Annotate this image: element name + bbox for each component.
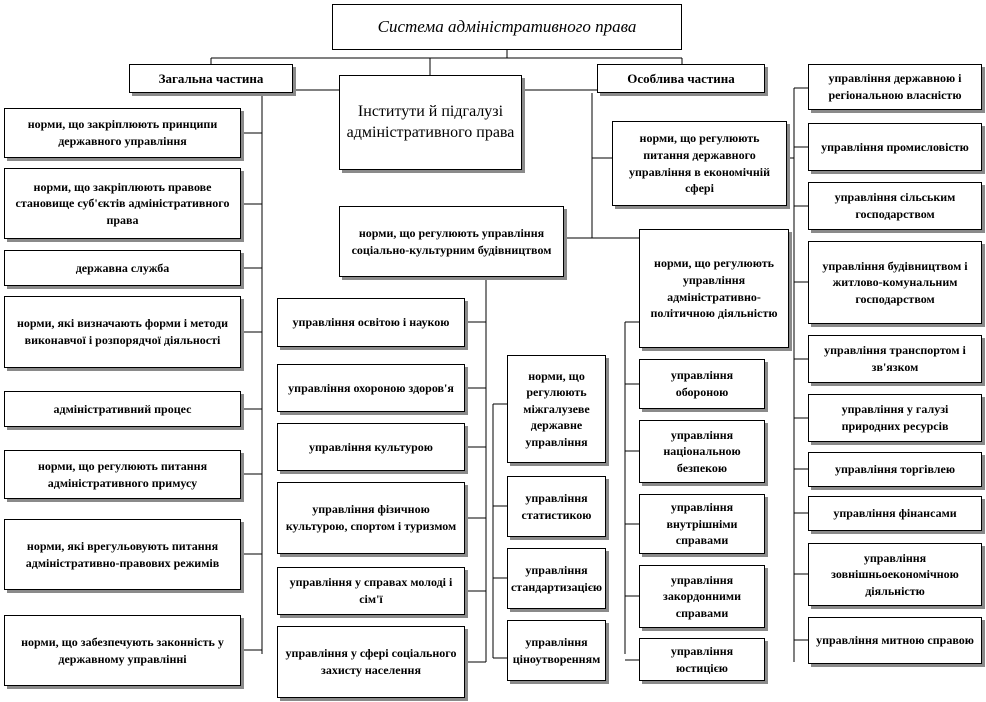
general-item: норми, що закріплюють правове становище … [4, 168, 241, 239]
economic-group: норми, що регулюють питання державного у… [612, 121, 787, 206]
general-part-header: Загальна частина [129, 64, 293, 93]
general-item: державна служба [4, 250, 241, 286]
admin-political-group: норми, що регулюють управління адміністр… [639, 229, 789, 348]
economic-item: управління транспортом і зв'язком [808, 335, 982, 383]
social-item: управління освітою і наукою [277, 298, 465, 347]
social-cultural-group: норми, що регулюють управління соціально… [339, 206, 564, 277]
intersectoral-item: управління ціноутворенням [507, 620, 606, 681]
general-item: норми, що забезпечують законність у держ… [4, 615, 241, 686]
special-part-header: Особлива частина [597, 64, 765, 93]
admin-political-item: управління юстицією [639, 638, 765, 681]
diagram-title: Система адміністративного права [332, 4, 682, 50]
intersectoral-item: управління статистикою [507, 476, 606, 537]
economic-item: управління митною справою [808, 617, 982, 664]
general-item: адміністративний процес [4, 391, 241, 427]
institutes-header: Інститути й підгалузі адміністративного … [339, 75, 522, 170]
social-item: управління у справах молоді і сім'ї [277, 567, 465, 615]
admin-political-item: управління національною безпекою [639, 420, 765, 483]
admin-political-item: управління закордонними справами [639, 565, 765, 628]
intersectoral-item: управління стандартизацією [507, 548, 606, 609]
admin-political-item: управління обороною [639, 359, 765, 409]
economic-item: управління торгівлею [808, 452, 982, 487]
general-item: норми, які врегульовують питання адмініс… [4, 519, 241, 590]
economic-item: управління державною і регіональною влас… [808, 64, 982, 110]
social-item: управління фізичною культурою, спортом і… [277, 482, 465, 554]
economic-item: управління у галузі природних ресурсів [808, 394, 982, 442]
social-item: управління охороною здоров'я [277, 364, 465, 412]
intersectoral-group: норми, що регулюють міжгалузеве державне… [507, 355, 606, 463]
economic-item: управління будівництвом і житлово-комуна… [808, 241, 982, 324]
social-item: управління у сфері соціального захисту н… [277, 626, 465, 698]
economic-item: управління фінансами [808, 496, 982, 531]
economic-item: управління сільським господарством [808, 182, 982, 230]
social-item: управління культурою [277, 423, 465, 471]
economic-item: управління зовнішньоекономічною діяльніс… [808, 543, 982, 606]
admin-political-item: управління внутрішніми справами [639, 494, 765, 554]
general-item: норми, що регулюють питання адміністрати… [4, 450, 241, 499]
economic-item: управління промисловістю [808, 123, 982, 171]
general-item: норми, що закріплюють принципи державног… [4, 108, 241, 158]
general-item: норми, які визначають форми і методи вик… [4, 296, 241, 368]
